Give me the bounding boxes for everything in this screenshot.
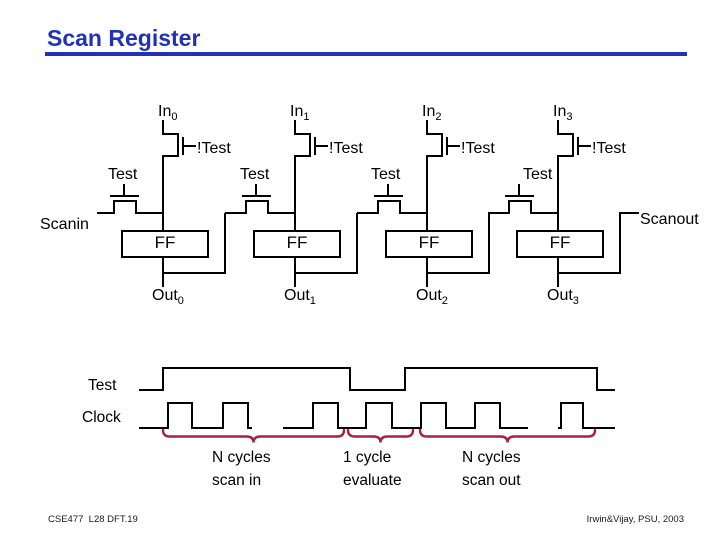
not-test-gate-label: !Test (461, 140, 495, 157)
phase-brace (418, 428, 597, 443)
ff-box (516, 230, 604, 258)
test-gate-label: Test (108, 166, 138, 183)
test-gate-label: Test (371, 166, 401, 183)
ff-box (121, 230, 209, 258)
input-wire (426, 120, 443, 231)
phase-annotation-line2: evaluate (343, 472, 402, 489)
footer-course-id: CSE477 L28 DFT.19 (48, 514, 138, 525)
clock-waveform (283, 402, 528, 429)
ff-box (385, 230, 473, 258)
phase-annotation-line1: N cycles (212, 449, 271, 466)
test-gate-label: Test (523, 166, 553, 183)
phase-brace (161, 428, 346, 443)
phase-brace (346, 428, 415, 443)
phase-annotation: 1 cycle evaluate (343, 446, 402, 492)
not-test-gate-label: !Test (197, 140, 231, 157)
output-label: Out1 (284, 287, 316, 308)
page-title: Scan Register (47, 25, 201, 51)
not-test-gate-label: !Test (329, 140, 363, 157)
output-label: Out0 (152, 287, 184, 308)
output-label: Out2 (416, 287, 448, 308)
input-label: In1 (290, 103, 310, 124)
ff-box (253, 230, 341, 258)
input-wire (557, 120, 574, 231)
footer-credit: Irwin&Vijay, PSU, 2003 (586, 514, 684, 525)
ff-label: FF (549, 233, 571, 252)
waveform-test-label: Test (88, 377, 117, 394)
input-label: In2 (422, 103, 442, 124)
phase-annotation: N cycles scan in (212, 446, 271, 492)
waveform-clock-label: Clock (82, 409, 121, 426)
scan-link-wire (163, 213, 226, 274)
scan-wire (97, 200, 163, 214)
input-wire (294, 120, 311, 231)
phase-annotation: N cycles scan out (462, 446, 521, 492)
input-label: In3 (553, 103, 573, 124)
input-label: In0 (158, 103, 178, 124)
ff-label: FF (154, 233, 176, 252)
scan-link-wire (427, 213, 490, 274)
test-gate-label: Test (240, 166, 270, 183)
scanout-wire (558, 212, 639, 274)
title-underline (45, 52, 687, 56)
clock-waveform (558, 402, 615, 429)
scanin-label: Scanin (40, 216, 89, 233)
scan-wire (357, 200, 427, 214)
test-waveform (139, 367, 615, 391)
scan-wire (488, 200, 558, 214)
clock-waveform (139, 402, 252, 429)
phase-annotation-line1: 1 cycle (343, 449, 392, 466)
input-wire (162, 120, 179, 231)
scanout-label: Scanout (640, 211, 699, 228)
phase-annotation-line2: scan in (212, 472, 262, 489)
not-test-gate-label: !Test (592, 140, 626, 157)
ff-label: FF (418, 233, 440, 252)
ff-label: FF (286, 233, 308, 252)
phase-annotation-line2: scan out (462, 472, 521, 489)
output-label: Out3 (547, 287, 579, 308)
scan-link-wire (295, 213, 358, 274)
phase-annotation-line1: N cycles (462, 449, 521, 466)
scan-wire (225, 200, 295, 214)
